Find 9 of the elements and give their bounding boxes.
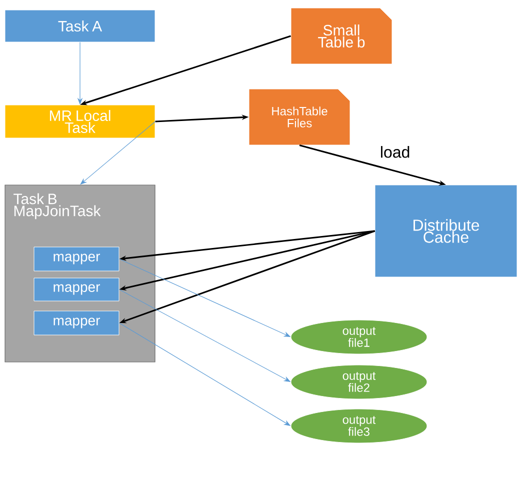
task-box: Distribute Cache — [374, 184, 518, 278]
file-box: HashTable Files — [248, 88, 350, 146]
task-box: Task A — [4, 10, 156, 42]
task-box: mapper — [34, 310, 120, 336]
task-box: mapper — [34, 246, 120, 272]
task-box: mapper — [34, 278, 120, 302]
edge-label: load — [381, 146, 410, 158]
task-box: MR Local Task — [4, 104, 156, 138]
file-box: Small Table b — [290, 8, 392, 64]
